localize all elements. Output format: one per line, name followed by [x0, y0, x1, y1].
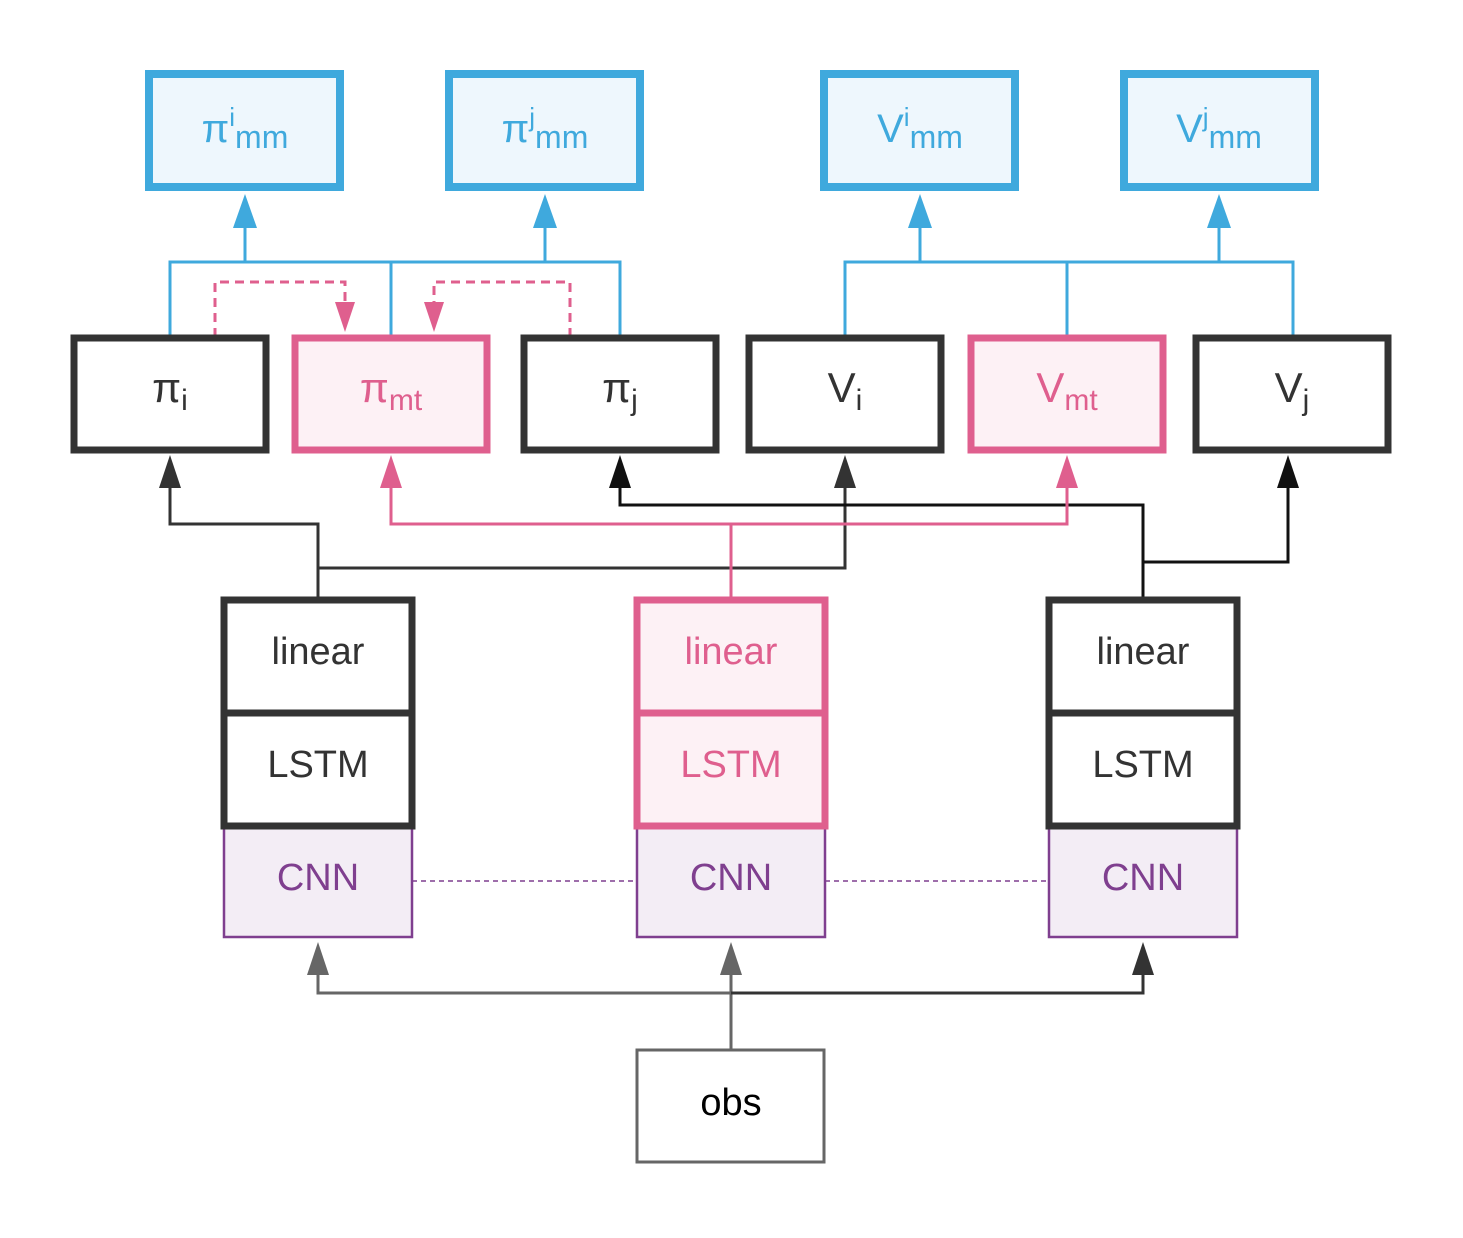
head-arrowheads [159, 455, 1299, 488]
stack-right: CNN LSTM linear [1045, 596, 1241, 939]
output-sub: mm [235, 119, 288, 155]
cnn-arrowheads [307, 942, 1154, 975]
output-sup: i [229, 102, 235, 132]
output-sup: j [528, 102, 535, 132]
cnn-label: CNN [277, 857, 359, 899]
policy-merge-connectors [168, 224, 622, 337]
top-outputs: πimm πjmm Vimm Vjmm [145, 70, 1319, 191]
dashed-arrow-left [335, 302, 355, 332]
output-sub: mm [910, 119, 963, 155]
output-base: π [202, 107, 230, 151]
heads: πi πmt πj Vi Vmt [70, 334, 1392, 454]
cnn-block [635, 824, 827, 939]
svg-text:πj: πj [602, 364, 638, 417]
head-sub: j [630, 384, 638, 417]
svg-text:πimm: πimm [202, 102, 289, 155]
head-base: V [828, 364, 856, 411]
svg-text:Vjmm: Vjmm [1176, 102, 1262, 155]
svg-text:Vj: Vj [1275, 364, 1310, 417]
arrow-to-cnn-center [720, 942, 742, 975]
output-sup: i [904, 102, 910, 132]
linear-label: linear [685, 631, 778, 673]
value-merge-connectors [843, 224, 1295, 337]
output-pi-i-mm: πimm [145, 70, 344, 191]
arrow-to-v-j-mm [1207, 194, 1231, 228]
head-pi-i: πi [70, 334, 270, 454]
lstm-label: LSTM [267, 744, 368, 786]
linear-block [1045, 596, 1241, 717]
svg-text:Vi: Vi [828, 364, 863, 417]
arrow-to-pi-i-mm [233, 194, 257, 228]
output-sub: mm [1209, 119, 1262, 155]
output-sub: mm [535, 119, 588, 155]
linear-label: linear [1097, 631, 1190, 673]
arrow-to-v-mt [1056, 455, 1078, 488]
arrow-to-pi-i [159, 455, 181, 488]
cnn-label: CNN [690, 857, 772, 899]
arrow-to-v-i-mm [908, 194, 932, 228]
svg-text:πmt: πmt [360, 364, 423, 417]
output-v-i-mm: Vimm [820, 70, 1019, 191]
cnn-block [1047, 824, 1239, 939]
obs-label: obs [700, 1082, 761, 1124]
lstm-block [1045, 709, 1241, 830]
dashed-transfer-connectors [213, 280, 572, 337]
linear-label: linear [272, 631, 365, 673]
head-v-j: Vj [1192, 334, 1392, 454]
output-v-j-mm: Vjmm [1120, 70, 1319, 191]
lstm-label: LSTM [1092, 744, 1193, 786]
output-base: V [1176, 107, 1203, 151]
head-sub: i [181, 384, 188, 417]
arrow-to-cnn-right [1132, 942, 1154, 975]
svg-text:πi: πi [152, 364, 188, 417]
arrow-to-cnn-left [307, 942, 329, 975]
head-base: V [1036, 364, 1064, 411]
svg-text:πjmm: πjmm [502, 102, 589, 155]
output-sup: j [1202, 102, 1209, 132]
blue-arrowheads [233, 194, 1231, 228]
arrow-to-pi-j-mm [533, 194, 557, 228]
head-base: π [152, 364, 181, 411]
center-stack-connectors [389, 484, 1069, 598]
head-base: π [602, 364, 631, 411]
stack-center: CNN LSTM linear [633, 596, 829, 939]
cnn-label: CNN [1102, 857, 1184, 899]
right-stack-connectors [618, 484, 1290, 598]
head-v-i: Vi [745, 334, 945, 454]
input-obs: obs [635, 1048, 826, 1164]
lstm-block [220, 709, 416, 830]
arrow-to-pi-j [609, 455, 631, 488]
output-base: V [877, 107, 904, 151]
head-sub: j [1302, 384, 1310, 417]
cnn-block [222, 824, 414, 939]
linear-block [633, 596, 829, 717]
obs-connectors [316, 972, 1145, 1050]
arrow-to-v-j [1277, 455, 1299, 488]
head-base: V [1275, 364, 1303, 411]
linear-block [220, 596, 416, 717]
dashed-arrow-right [424, 302, 444, 332]
output-pi-j-mm: πjmm [445, 70, 644, 191]
stack-left: CNN LSTM linear [220, 596, 416, 939]
head-pi-mt: πmt [291, 334, 491, 454]
output-base: π [502, 107, 530, 151]
arrow-to-pi-mt [380, 455, 402, 488]
head-v-mt: Vmt [967, 334, 1167, 454]
head-sub: mt [1064, 384, 1098, 417]
head-base: π [360, 364, 389, 411]
head-sub: mt [389, 384, 423, 417]
svg-text:Vmt: Vmt [1036, 364, 1098, 417]
left-stack-connectors [168, 484, 847, 598]
lstm-label: LSTM [680, 744, 781, 786]
head-pi-j: πj [520, 334, 720, 454]
arrow-to-v-i [834, 455, 856, 488]
head-sub: i [856, 384, 863, 417]
svg-text:Vimm: Vimm [877, 102, 963, 155]
